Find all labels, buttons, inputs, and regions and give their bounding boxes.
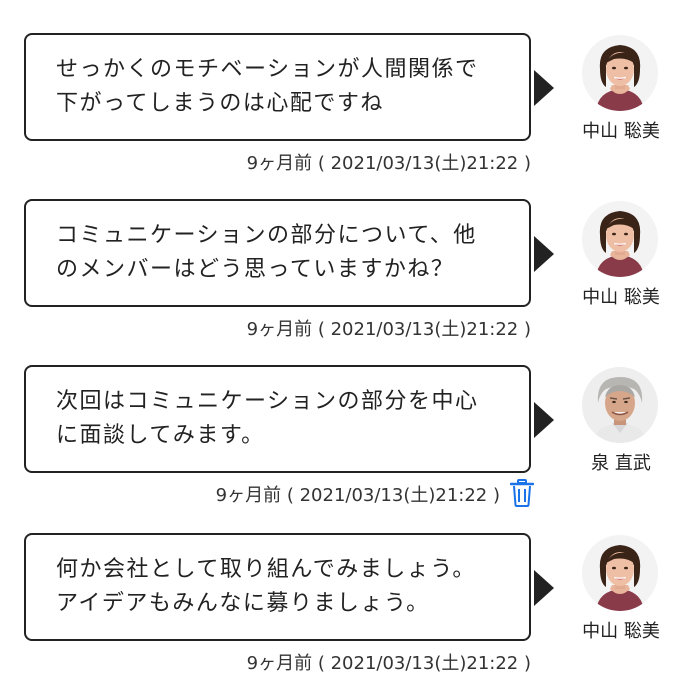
avatar[interactable] (582, 201, 658, 277)
chat-message: コミュニケーションの部分について、他 のメンバーはどう思っていますかね？ 中山 … (0, 199, 698, 359)
message-text: せっかくのモチベーションが人間関係で 下がってしまうのは心配ですね (56, 57, 479, 116)
author-name: 中山 聡美 (582, 287, 660, 308)
message-timestamp: 9ヶ月前 ( 2021/03/13(土)21:22 ) (246, 153, 531, 174)
author-name: 中山 聡美 (582, 121, 660, 142)
bubble-pointer (534, 570, 554, 606)
trash-icon[interactable] (509, 479, 535, 507)
message-timestamp: 9ヶ月前 ( 2021/03/13(土)21:22 ) (215, 485, 500, 506)
chat-message: 何か会社として取り組んでみましょう。 アイデアもみんなに募りましょう。 中山 聡… (0, 533, 698, 693)
avatar[interactable] (582, 367, 658, 443)
message-bubble: せっかくのモチベーションが人間関係で 下がってしまうのは心配ですね (24, 33, 531, 141)
message-bubble: コミュニケーションの部分について、他 のメンバーはどう思っていますかね？ (24, 199, 531, 307)
bubble-pointer (534, 236, 554, 272)
author-name: 泉 直武 (591, 453, 651, 474)
bubble-pointer (534, 402, 554, 438)
message-bubble: 何か会社として取り組んでみましょう。 アイデアもみんなに募りましょう。 (24, 533, 531, 641)
message-timestamp: 9ヶ月前 ( 2021/03/13(土)21:22 ) (246, 653, 531, 674)
message-text: コミュニケーションの部分について、他 のメンバーはどう思っていますかね？ (56, 223, 477, 282)
bubble-pointer (534, 70, 554, 106)
message-text: 次回はコミュニケーションの部分を中心 に面談してみます。 (56, 389, 479, 448)
avatar[interactable] (582, 535, 658, 611)
message-bubble: 次回はコミュニケーションの部分を中心 に面談してみます。 (24, 365, 531, 473)
message-timestamp: 9ヶ月前 ( 2021/03/13(土)21:22 ) (246, 319, 531, 340)
chat-message: 次回はコミュニケーションの部分を中心 に面談してみます。 泉 直武 9ヶ月前 (… (0, 365, 698, 525)
avatar[interactable] (582, 35, 658, 111)
message-text: 何か会社として取り組んでみましょう。 アイデアもみんなに募りましょう。 (56, 557, 476, 616)
author-name: 中山 聡美 (582, 621, 660, 642)
chat-message: せっかくのモチベーションが人間関係で 下がってしまうのは心配ですね 中山 聡美 … (0, 33, 698, 193)
